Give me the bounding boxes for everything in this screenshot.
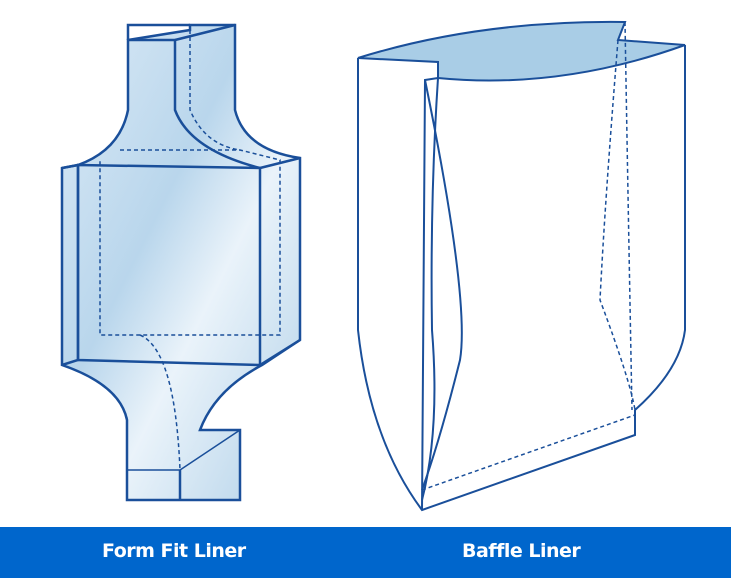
baffle-liner-caption: Baffle Liner: [462, 540, 581, 562]
form-fit-liner-drawing: [60, 23, 302, 502]
baffle-liner-drawing: [357, 20, 686, 512]
caption-bar: [0, 527, 731, 578]
liner-illustrations: [60, 20, 686, 512]
form-fit-liner-caption: Form Fit Liner: [102, 540, 246, 562]
